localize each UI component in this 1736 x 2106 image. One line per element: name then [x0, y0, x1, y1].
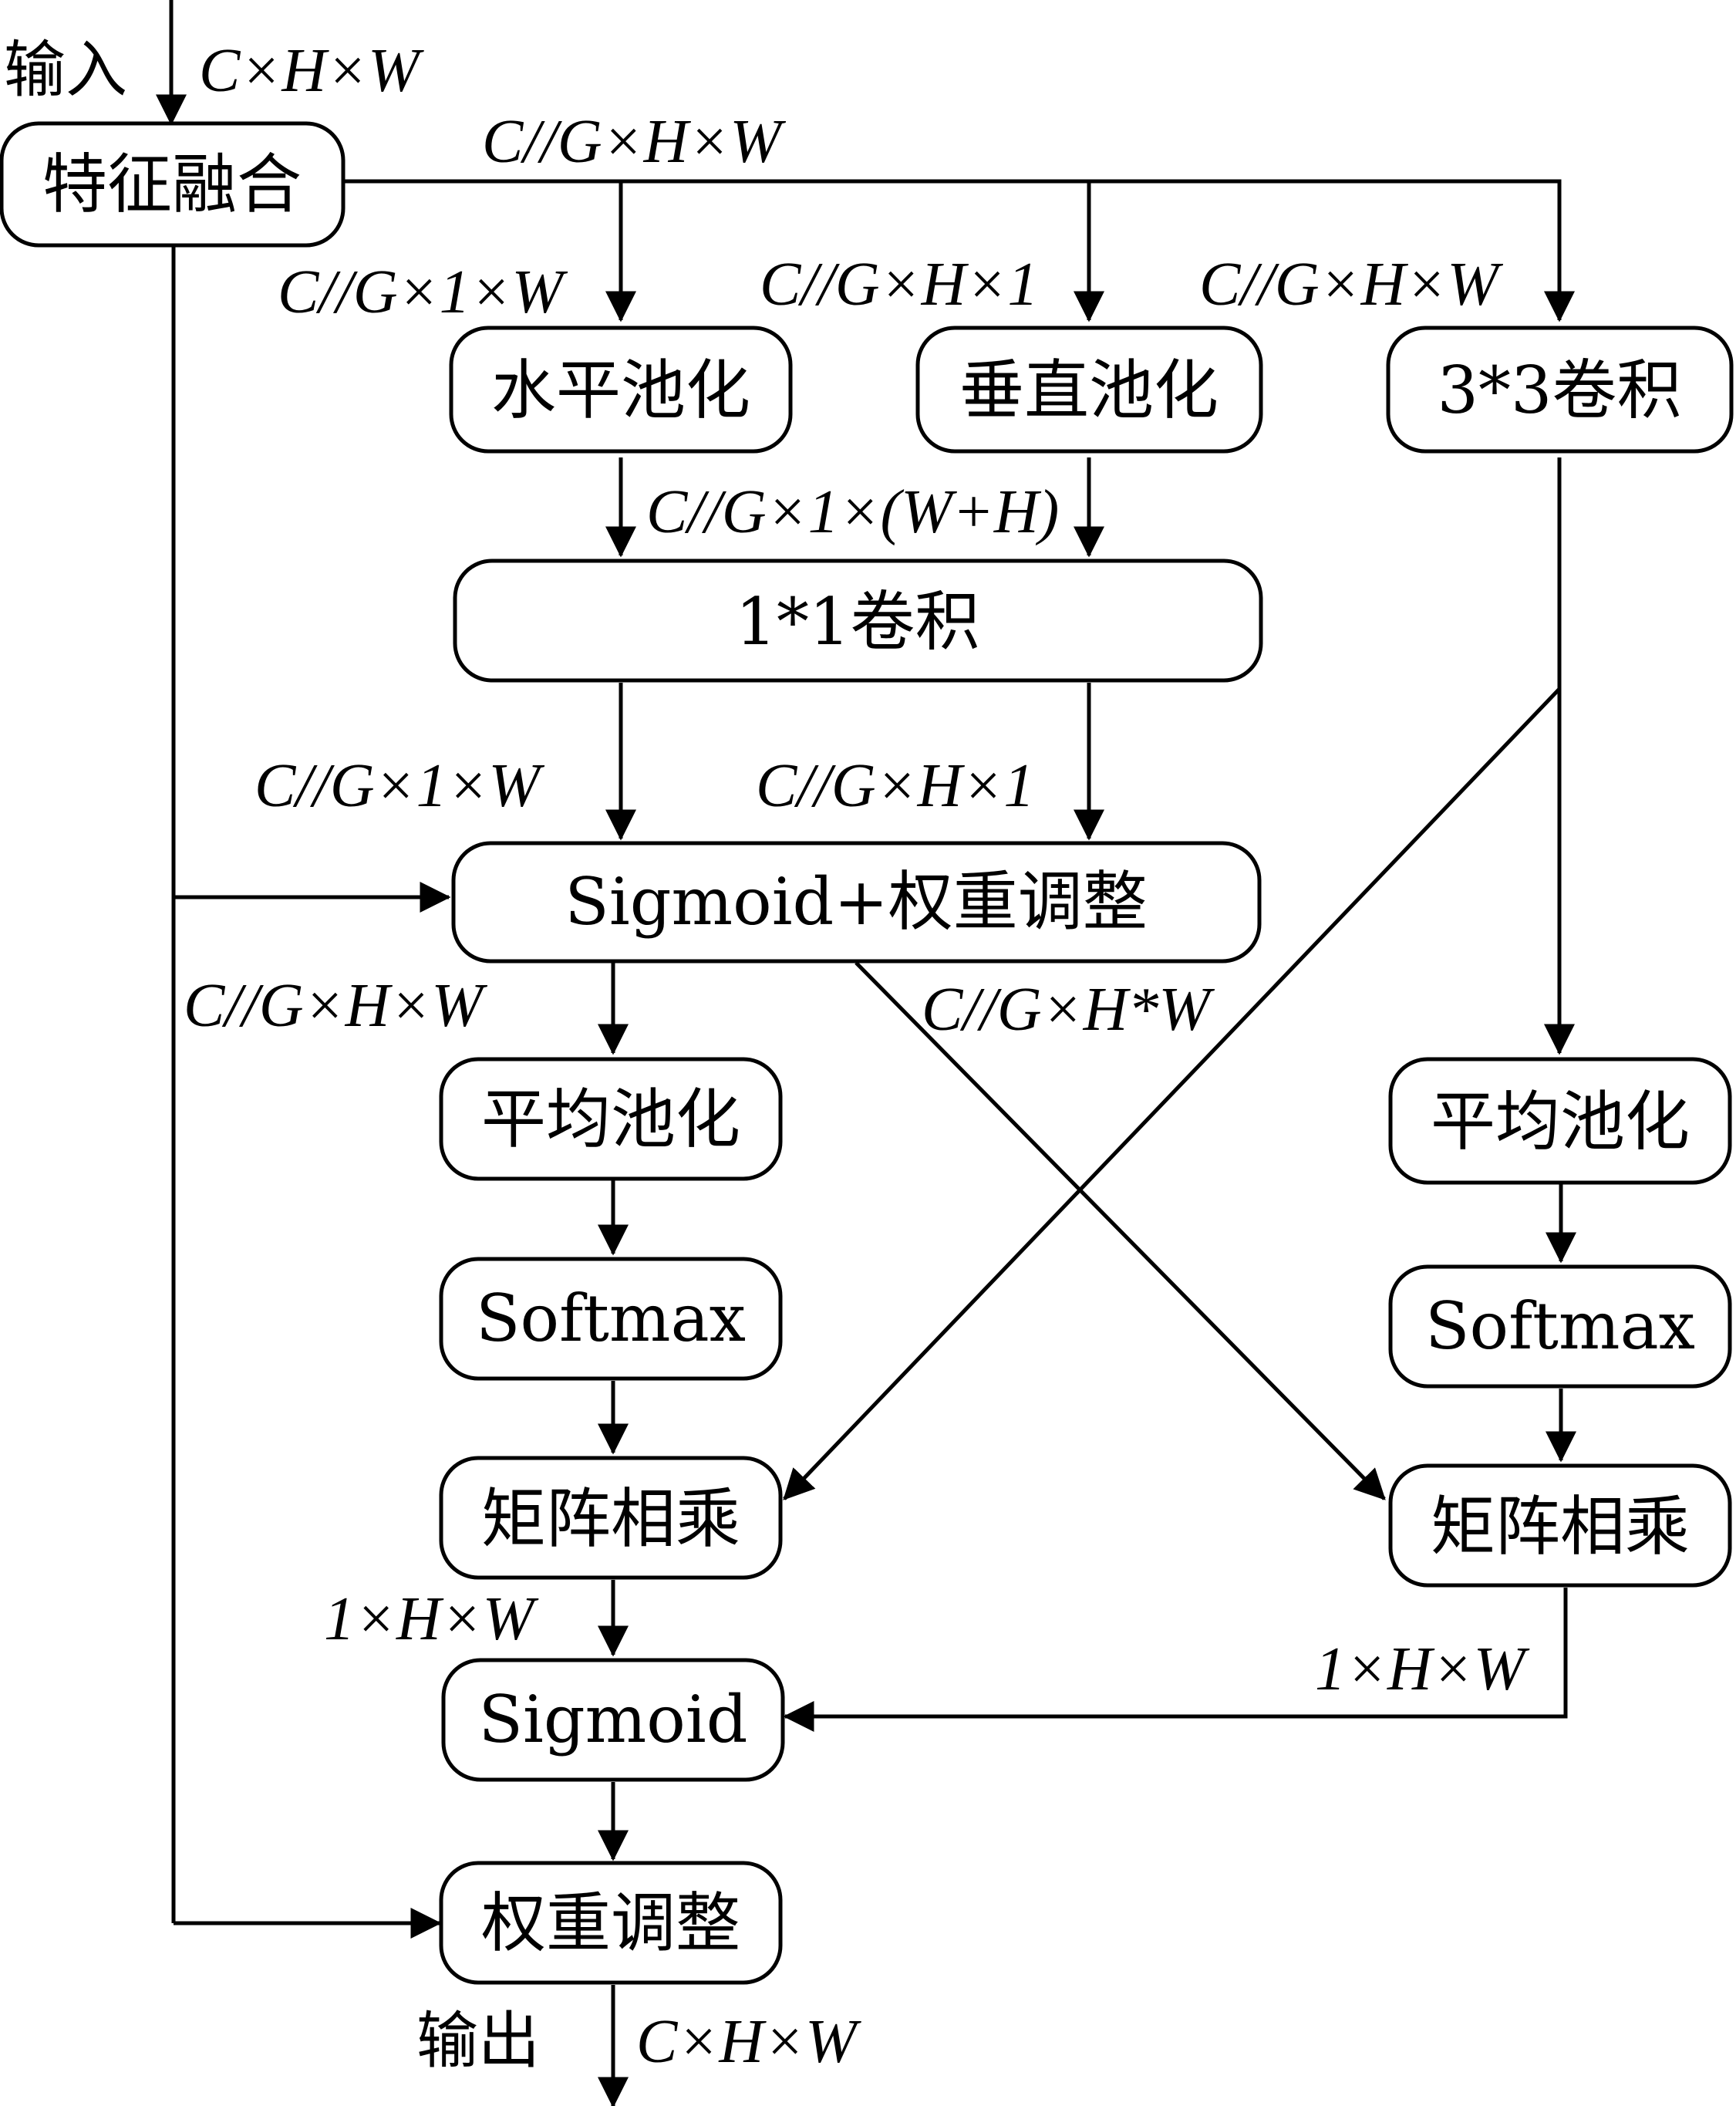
fusion-to-conv3x3-arrow — [343, 179, 1575, 322]
input-label: 输入 — [4, 34, 127, 106]
node-weight-adjust: 权重调整 — [439, 1861, 783, 1985]
dim-matmul-left-out: 1×H×W — [324, 1585, 539, 1653]
node-label: Sigmoid — [478, 1682, 747, 1757]
node-vertical-pool: 垂直池化 — [915, 326, 1263, 454]
node-label: 1*1卷积 — [736, 584, 980, 660]
dim-to-horizontal: C//G×1×W — [278, 258, 568, 326]
dim-sigmoid-out-left: C//G×H×W — [184, 972, 487, 1040]
input-dim: C×H×W — [199, 37, 424, 105]
node-label: Softmax — [1425, 1288, 1695, 1364]
node-label: 特征融合 — [42, 147, 302, 222]
node-matmul-right: 矩阵相乘 — [1388, 1463, 1732, 1588]
dim-conv1x1-left: C//G×1×W — [255, 752, 545, 820]
node-label: 平均池化 — [481, 1082, 740, 1157]
node-label: 3*3卷积 — [1438, 353, 1682, 428]
node-label: 矩阵相乘 — [1431, 1489, 1690, 1564]
dim-matmul-right-out: 1×H×W — [1315, 1635, 1530, 1703]
node-matmul-left: 矩阵相乘 — [439, 1456, 783, 1580]
node-conv1x1: 1*1卷积 — [453, 559, 1263, 683]
dim-pool-concat: C//G×1×(W+H) — [646, 478, 1059, 546]
node-feature-fusion: 特征融合 — [0, 121, 346, 248]
matmul-right-to-sigmoid-arrow — [783, 1588, 1568, 1732]
node-label: Sigmoid+权重调整 — [565, 864, 1147, 940]
cross-to-matmul-left-arrow — [783, 687, 1561, 1500]
dim-sigmoid-out-cross: C//G×H*W — [922, 976, 1215, 1044]
node-label: Softmax — [476, 1281, 746, 1356]
node-label: 垂直池化 — [959, 353, 1219, 428]
node-label: 平均池化 — [1431, 1084, 1690, 1159]
node-sigmoid-weight: Sigmoid+权重调整 — [451, 841, 1262, 964]
cross-to-matmul-right-arrow — [855, 961, 1386, 1500]
node-avg-pool-left: 平均池化 — [439, 1057, 783, 1181]
node-avg-pool-right: 平均池化 — [1388, 1057, 1732, 1185]
node-label: 权重调整 — [481, 1885, 740, 1961]
node-label: 矩阵相乘 — [481, 1481, 740, 1557]
dim-to-vertical: C//G×H×1 — [760, 251, 1038, 319]
node-sigmoid: Sigmoid — [441, 1658, 785, 1782]
dim-conv1x1-right: C//G×H×1 — [756, 752, 1034, 820]
dim-fusion-out: C//G×H×W — [482, 108, 786, 176]
node-horizontal-pool: 水平池化 — [449, 326, 793, 454]
connectors — [156, 0, 1576, 2106]
node-conv3x3: 3*3卷积 — [1386, 326, 1734, 454]
output-label: 输出 — [416, 2005, 540, 2077]
node-softmax-right: Softmax — [1388, 1264, 1732, 1389]
dim-to-conv3x3: C//G×H×W — [1199, 251, 1503, 319]
node-softmax-left: Softmax — [439, 1257, 783, 1381]
output-dim: C×H×W — [636, 2008, 861, 2076]
node-label: 水平池化 — [491, 353, 750, 428]
